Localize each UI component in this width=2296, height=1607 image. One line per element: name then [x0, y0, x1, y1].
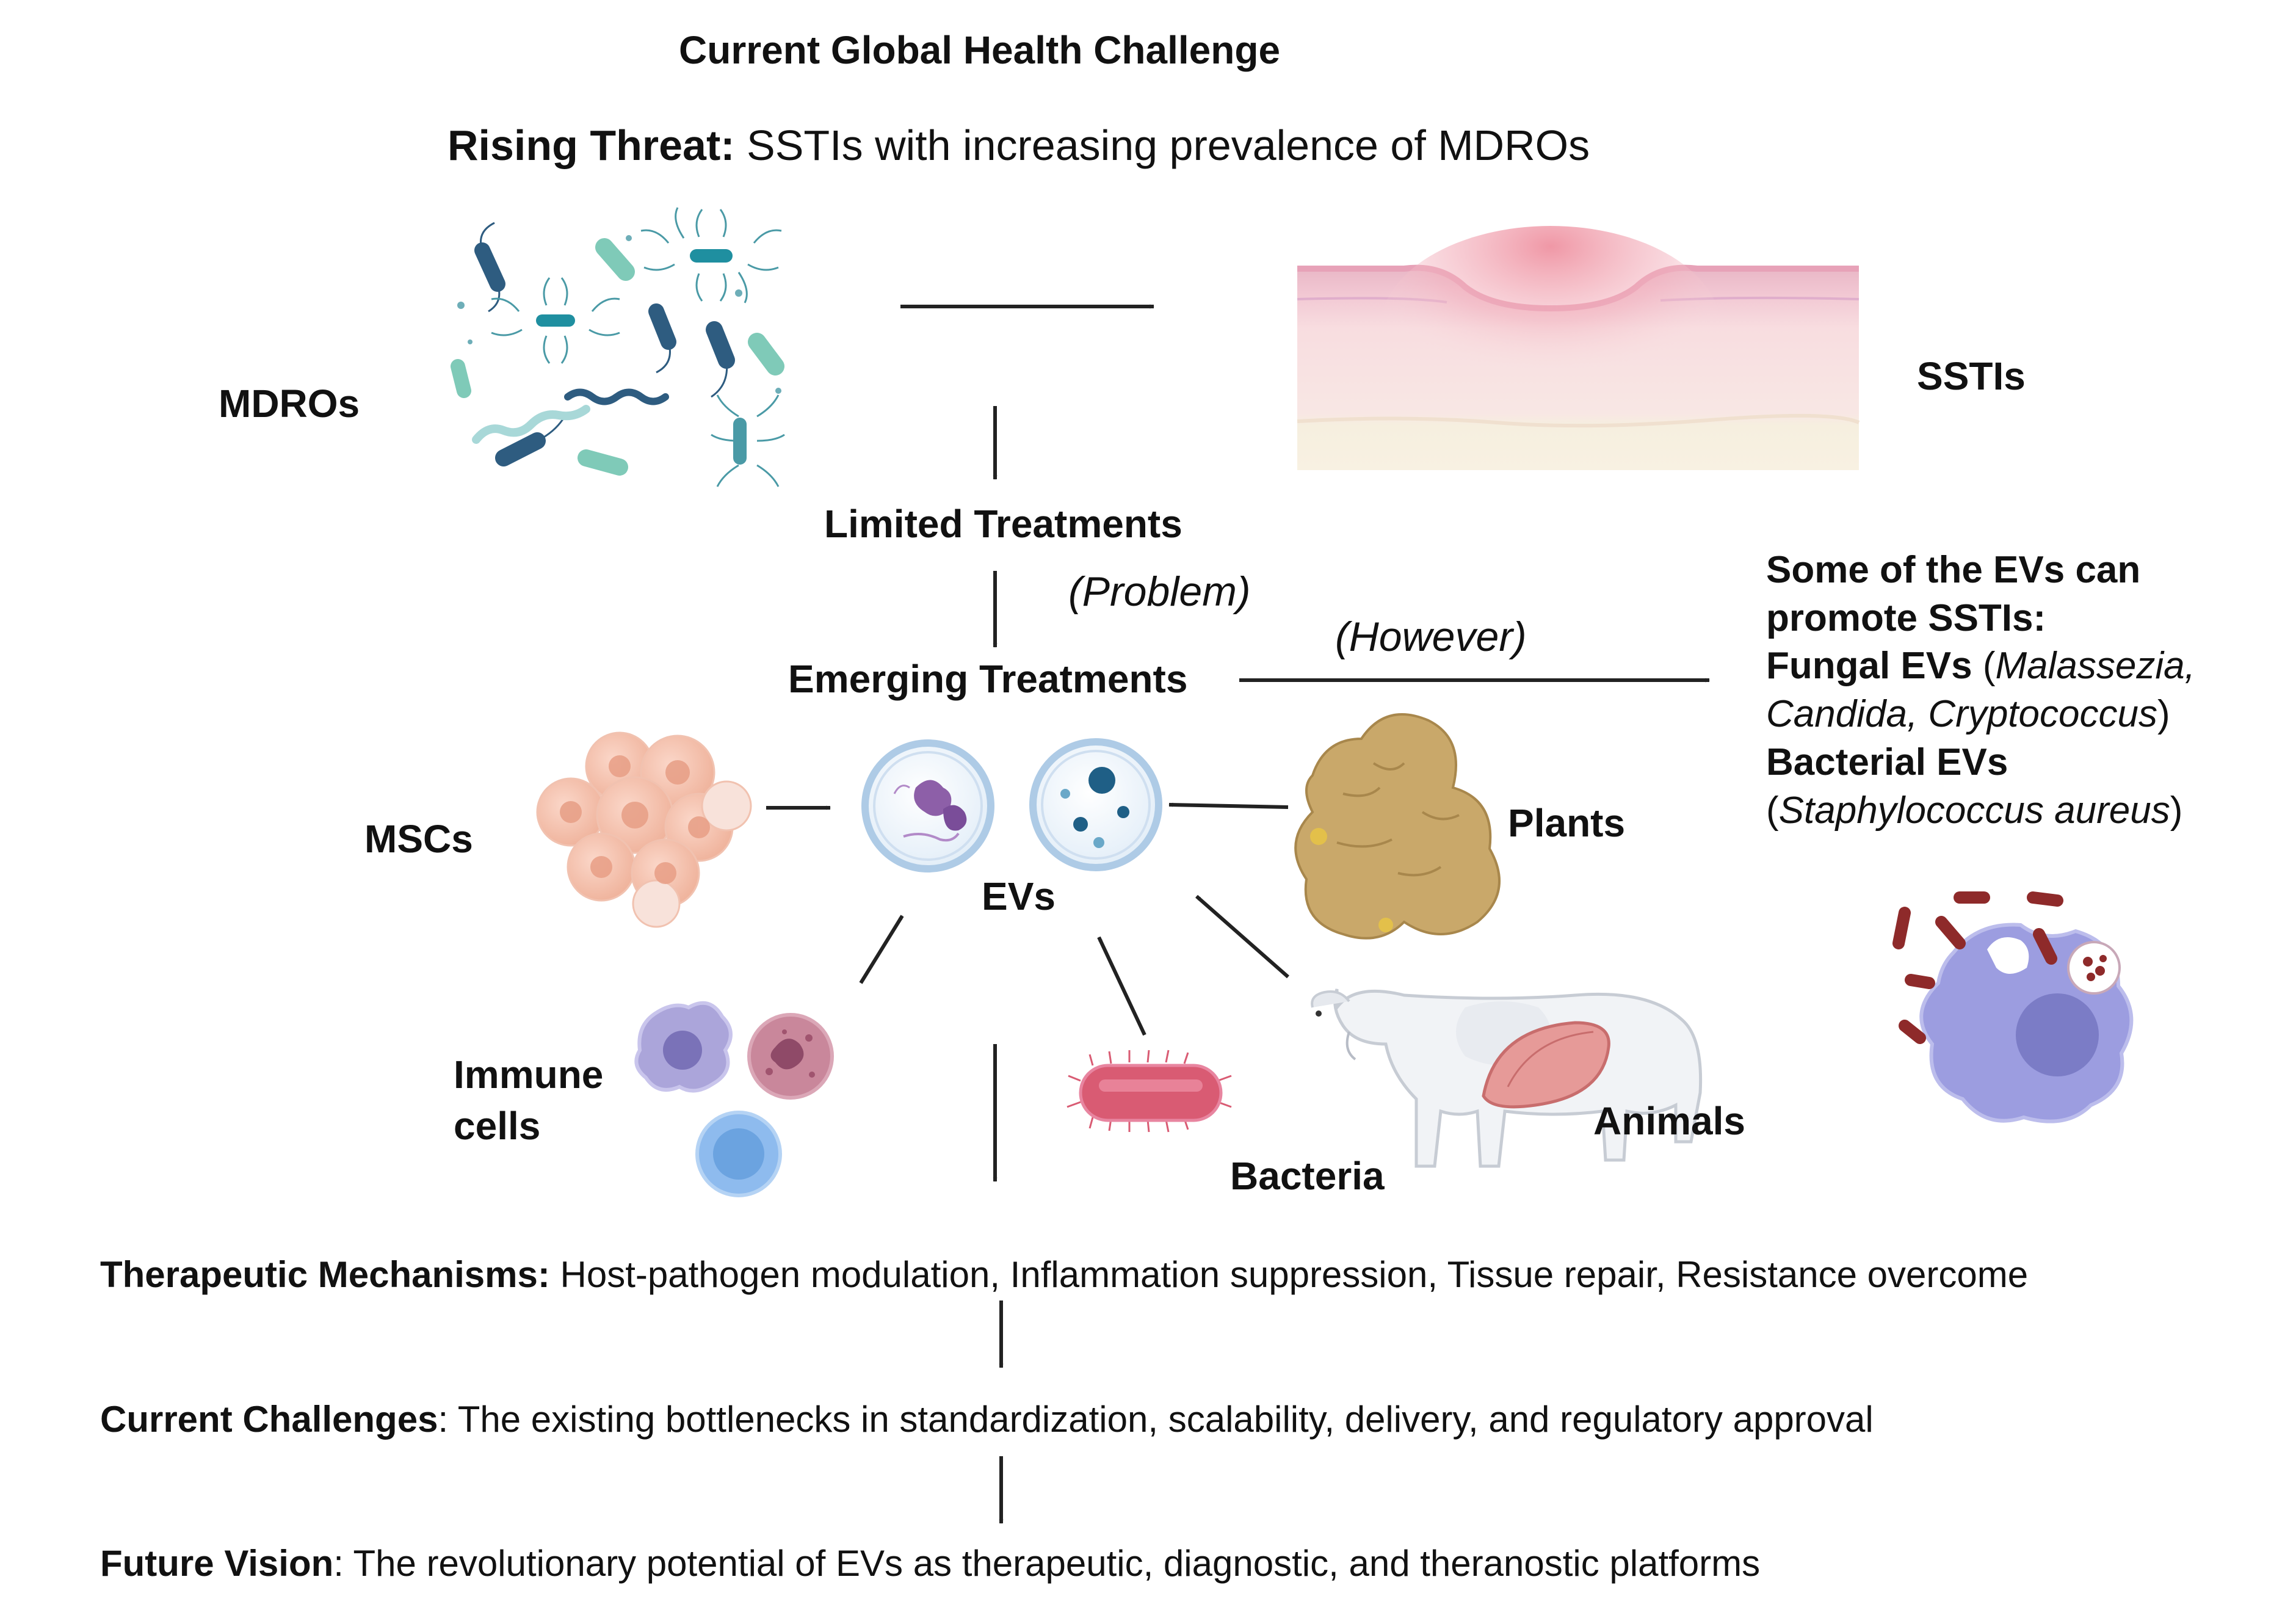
mechanisms-label: Therapeutic Mechanisms:: [100, 1254, 550, 1295]
fungal-species: Malassezia,: [1995, 645, 2195, 687]
rising-threat-text: SSTIs with increasing prevalence of MDRO…: [747, 122, 1590, 169]
side-note-fungal-cont: Candida, Cryptococcus): [1766, 691, 2195, 739]
mdros-illustration: [451, 207, 785, 487]
vision-label: Future Vision: [100, 1543, 334, 1584]
diagram-title: Current Global Health Challenge: [679, 28, 1281, 72]
therapeutic-mechanisms-line: Therapeutic Mechanisms: Host-pathogen mo…: [100, 1253, 2028, 1296]
arrow-immune-to-evs: [859, 915, 904, 984]
label-animals: Animals: [1593, 1099, 1745, 1143]
bacterial-species: Staphylococcus aureus: [1778, 789, 2170, 832]
label-immune-cells: Immune cells: [454, 1049, 603, 1152]
animals-illustration: [1311, 989, 1703, 1168]
side-note: Some of the EVs can promote SSTIs: Funga…: [1766, 546, 2195, 835]
label-mdros: MDROs: [219, 382, 360, 426]
side-note-bacterial-species: (Staphylococcus aureus): [1766, 787, 2195, 835]
label-limited-treatments: Limited Treatments: [824, 502, 1182, 546]
current-challenges-line: Current Challenges: The existing bottlen…: [100, 1398, 1874, 1440]
arrow-bacteria-to-evs: [1097, 936, 1146, 1036]
future-vision-line: Future Vision: The revolutionary potenti…: [100, 1542, 1760, 1584]
rising-threat-label: Rising Threat:: [447, 122, 735, 169]
side-note-line2: promote SSTIs:: [1766, 597, 2046, 639]
mscs-illustration: [536, 731, 752, 928]
evs-illustration: [861, 738, 1162, 872]
fungal-open: (: [1972, 645, 1996, 687]
pathogenic-evs-illustration: [1892, 891, 2134, 1123]
sstis-skin-illustration: [1297, 226, 1860, 470]
challenges-label: Current Challenges: [100, 1399, 438, 1440]
immune-line1: Immune: [454, 1053, 604, 1097]
side-note-bacterial: Bacterial EVs: [1766, 741, 2008, 783]
label-bacteria: Bacteria: [1230, 1154, 1385, 1198]
label-however: (However): [1335, 614, 1527, 660]
bacterial-close: ): [2170, 789, 2183, 832]
label-sstis: SSTIs: [1917, 354, 2026, 398]
side-note-line1: Some of the EVs can: [1766, 549, 2141, 591]
label-mscs: MSCs: [364, 817, 473, 861]
challenges-text: : The existing bottlenecks in standardiz…: [438, 1399, 1874, 1440]
arrows: [766, 304, 1710, 1524]
rising-threat-line: Rising Threat: SSTIs with increasing pre…: [447, 121, 1590, 170]
label-evs: EVs: [982, 874, 1056, 918]
bacterial-open: (: [1766, 789, 1779, 832]
label-emerging-treatments: Emerging Treatments: [788, 657, 1188, 701]
side-note-fungal: Fungal EVs (Malassezia,: [1766, 642, 2195, 691]
label-problem: (Problem): [1068, 568, 1251, 615]
fungal-close: ): [2157, 693, 2170, 736]
arrow-plants-to-evs: [1168, 802, 1289, 809]
label-plants: Plants: [1508, 801, 1626, 845]
plants-illustration: [1294, 713, 1501, 940]
immune-line2: cells: [454, 1104, 541, 1148]
fungal-evs-label: Fungal EVs: [1766, 645, 1972, 687]
fungal-species-2: Candida, Cryptococcus: [1766, 693, 2157, 736]
bacteria-illustration: [1067, 1050, 1232, 1133]
vision-text: : The revolutionary potential of EVs as …: [333, 1543, 1761, 1584]
immune-cells-illustration: [634, 1001, 834, 1197]
mechanisms-text: Host-pathogen modulation, Inflammation s…: [549, 1254, 2029, 1295]
arrow-animals-to-evs: [1195, 894, 1289, 979]
